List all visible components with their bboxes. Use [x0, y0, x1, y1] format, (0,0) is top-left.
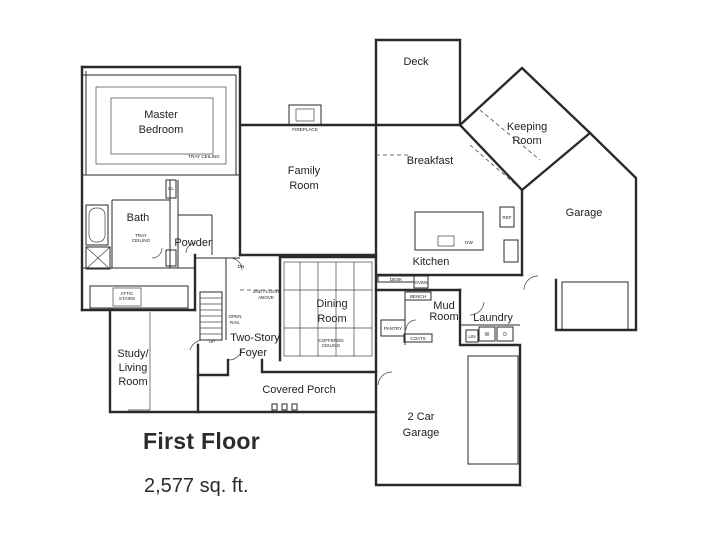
label-garage: Garage: [566, 207, 603, 219]
label-coats: COATS: [410, 336, 425, 341]
label-fireplace: FIREPLACE: [292, 127, 318, 132]
label-foyer-1: Two-Story: [230, 332, 280, 344]
label-mud-room-2: Room: [429, 311, 458, 323]
label-mud-room-1: Mud: [433, 300, 454, 312]
label-coffered-ceiling-2: CEILING: [322, 343, 341, 348]
label-family-room-2: Room: [289, 180, 318, 192]
label-tray-ceiling-bath-2: CEILING: [132, 238, 151, 243]
label-up: UP: [209, 339, 215, 344]
label-oven: OVEN: [414, 280, 427, 285]
label-dn: DN: [238, 264, 245, 269]
label-2nd-floor-above-1: 2ND FLOOR: [253, 289, 280, 294]
label-bench: BENCH: [410, 294, 426, 299]
label-2nd-floor-above-2: ABOVE: [258, 295, 274, 300]
floor-title: First Floor: [143, 428, 261, 454]
label-pantry: PANTRY: [384, 326, 402, 331]
label-2-car-garage-2: Garage: [403, 427, 440, 439]
label-ref: REF: [502, 215, 511, 220]
label-laundry: Laundry: [473, 312, 513, 324]
label-attic-stairs-1: ATTIC: [121, 291, 135, 296]
room-labels: Deck Keeping Room Master Bedroom Family …: [117, 56, 602, 439]
fixture-labels: FIREPLACE TRAY CEILING TRAY CEILING ATTI…: [119, 127, 512, 348]
ceiling-lines: [95, 86, 541, 357]
doors: [151, 242, 539, 386]
label-attic-stairs-2: STAIRS: [119, 296, 135, 301]
label-powder: Powder: [174, 237, 212, 249]
label-keeping-room-1: Keeping: [507, 121, 547, 133]
label-master-bedroom-2: Bedroom: [139, 124, 184, 136]
label-study-1: Study/: [117, 348, 149, 360]
label-covered-porch: Covered Porch: [262, 384, 335, 396]
label-coffered-ceiling-1: COFFERED: [318, 338, 344, 343]
label-breakfast: Breakfast: [407, 155, 453, 167]
label-washer: W: [485, 332, 490, 338]
label-desk: DESK: [390, 277, 403, 282]
label-open-rail-2: RAIL: [230, 320, 241, 325]
label-study-3: Room: [118, 376, 147, 388]
label-tray-ceiling-master: TRAY CEILING: [188, 154, 220, 159]
walls: [80, 38, 638, 487]
label-family-room-1: Family: [288, 165, 321, 177]
label-master-bedroom-1: Master: [144, 109, 178, 121]
label-study-2: Living: [119, 362, 148, 374]
label-kitchen: Kitchen: [413, 256, 450, 268]
label-linen: LIN: [468, 334, 475, 339]
label-dining-room-2: Room: [317, 313, 346, 325]
label-2-car-garage-1: 2 Car: [408, 411, 435, 423]
label-bath: Bath: [127, 212, 150, 224]
label-keeping-room-2: Room: [512, 135, 541, 147]
label-foyer-2: Foyer: [239, 347, 267, 359]
label-dining-room-1: Dining: [316, 298, 347, 310]
label-dryer: D: [503, 332, 507, 338]
label-open-rail-1: OPEN: [228, 314, 241, 319]
floor-area: 2,577 sq. ft.: [144, 475, 249, 497]
label-deck: Deck: [403, 56, 429, 68]
label-tray-ceiling-bath-1: TRAY: [135, 233, 147, 238]
label-closet-tag: CL: [168, 186, 174, 191]
label-dw: DW: [465, 240, 473, 245]
